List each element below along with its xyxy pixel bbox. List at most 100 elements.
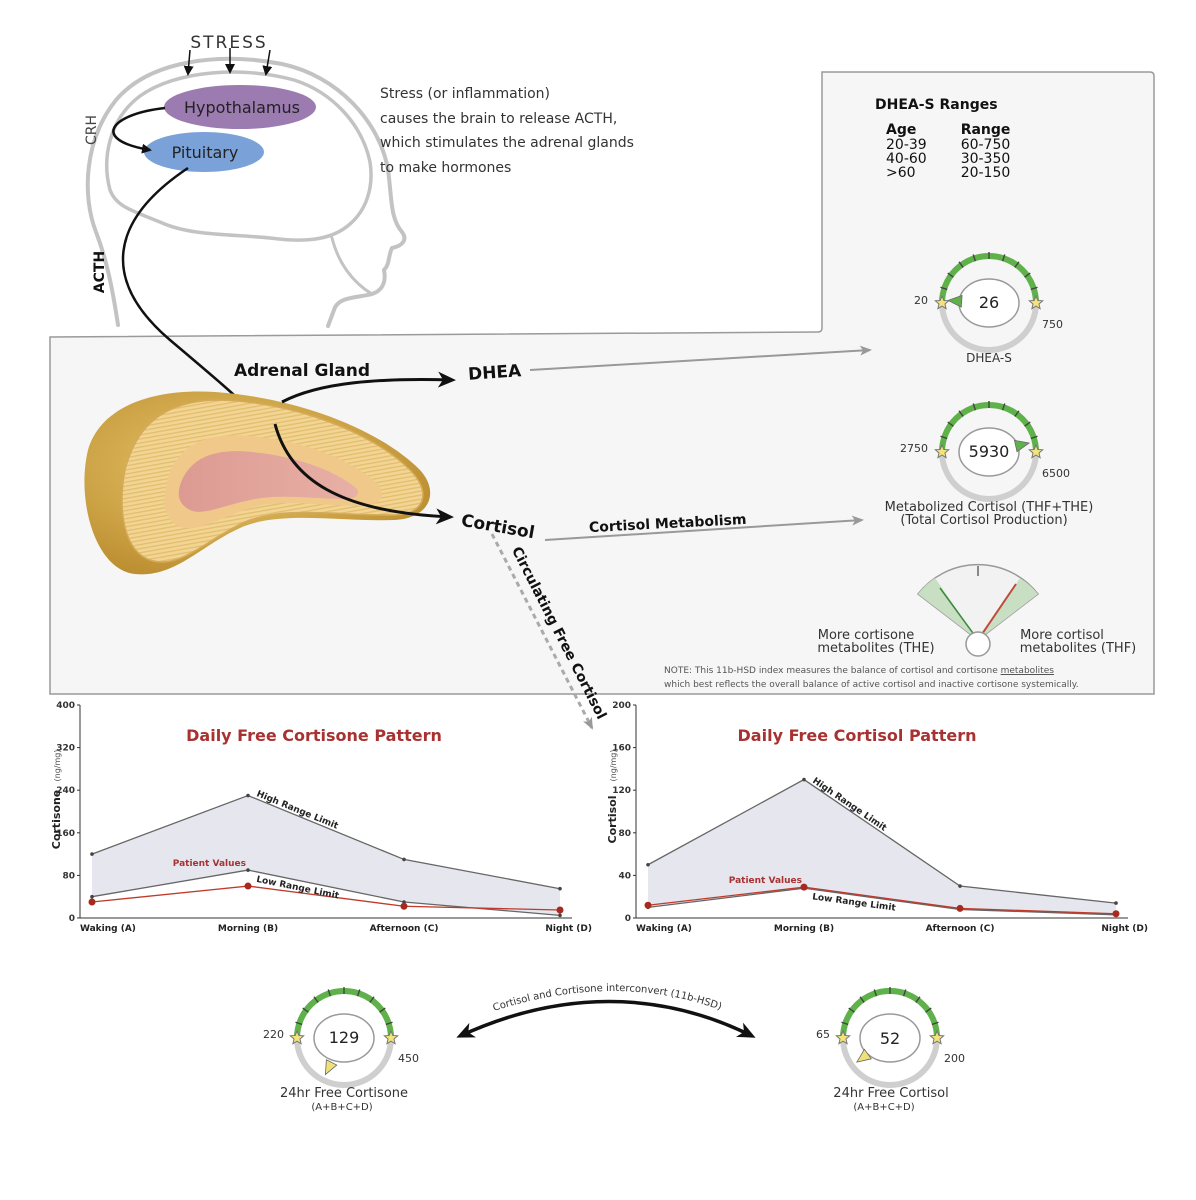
x-tick-label: Afternoon (C) xyxy=(926,924,995,934)
crh-label: CRH xyxy=(84,115,100,145)
metabolized-gauge-value: 5930 xyxy=(969,442,1010,461)
pituitary-label: Pituitary xyxy=(172,143,239,162)
balance-left-line2: metabolites (THE) xyxy=(817,641,934,656)
note-link[interactable]: metabolites xyxy=(1000,666,1054,676)
patient-value-point xyxy=(88,898,96,906)
balance-right-line2: metabolites (THF) xyxy=(1020,641,1137,656)
interconvert-arrow xyxy=(456,999,756,1038)
patient-value-point xyxy=(244,882,252,890)
note-text: NOTE: This 11b-HSD index measures the ba… xyxy=(664,666,1001,676)
x-tick-label: Waking (A) xyxy=(80,924,136,934)
balance-right-line1: More cortisol xyxy=(1020,628,1104,643)
y-tick-label: 0 xyxy=(69,914,75,924)
cortisol-gauge-sublabel: (A+B+C+D) xyxy=(853,1102,914,1113)
gauge-tick xyxy=(873,989,878,997)
description-line: causes the brain to release ACTH, xyxy=(380,110,618,127)
cortisone-gauge-high: 450 xyxy=(398,1052,419,1065)
y-tick-label: 160 xyxy=(612,744,631,754)
head-illustration xyxy=(85,56,407,328)
low-range-line xyxy=(647,887,1117,916)
y-tick-label: 240 xyxy=(56,786,75,796)
gauge-tick xyxy=(1024,421,1031,427)
cortisone-gauge-label: 24hr Free Cortisone xyxy=(280,1086,408,1101)
high-range-point xyxy=(402,857,406,862)
range-band xyxy=(92,795,560,916)
dhea-label: DHEA xyxy=(467,361,522,385)
patient-value-point xyxy=(556,906,564,914)
patient-value-point xyxy=(1112,910,1120,918)
dheas-gauge-low: 20 xyxy=(914,294,928,307)
y-tick-label: 120 xyxy=(612,786,631,796)
x-tick-label: Morning (B) xyxy=(774,924,834,934)
high-range-point xyxy=(646,862,650,867)
gauge-tick xyxy=(841,1021,849,1026)
ranges-age: 20-39 xyxy=(886,137,927,153)
interconvert-label: Cortisol and Cortisone interconvert (11b… xyxy=(492,983,724,1014)
dheas-gauge-label: DHEA-S xyxy=(966,351,1012,365)
gauge-tick xyxy=(356,989,361,997)
y-tick-label: 80 xyxy=(618,829,631,839)
hypothalamus-region xyxy=(164,85,316,129)
ranges-age: >60 xyxy=(886,165,916,181)
low-limit-star-icon xyxy=(934,443,950,459)
gauge-tick xyxy=(295,1021,303,1026)
low-limit-star-icon xyxy=(289,1029,305,1045)
gauge-tick xyxy=(902,989,907,997)
cortisol-gauge-value: 52 xyxy=(880,1029,900,1048)
chart-title: Daily Free Cortisol Pattern xyxy=(738,726,977,745)
dhea-ranges-table: DHEA-S Ranges Age Range 20-39 60-750 40-… xyxy=(874,97,1032,180)
circulating-arrow xyxy=(490,533,594,730)
patient-value-point xyxy=(644,901,652,909)
gauge-tick xyxy=(1030,435,1038,440)
gauge-tick xyxy=(958,410,964,417)
low-limit-star-icon xyxy=(835,1029,851,1045)
dheas-gauge-high: 750 xyxy=(1042,318,1063,331)
y-tick-label: 40 xyxy=(618,871,631,881)
upper-right-panel xyxy=(49,71,1155,695)
ranges-age: 40-60 xyxy=(886,151,927,167)
ranges-value: 60-750 xyxy=(960,137,1011,153)
free-cortisol-gauge xyxy=(835,987,945,1088)
gauge-tick xyxy=(915,996,921,1003)
dhea-arrow xyxy=(281,371,456,404)
x-tick-label: Night (D) xyxy=(545,924,592,934)
high-limit-star-icon xyxy=(929,1029,945,1045)
gauge-pointer xyxy=(947,294,963,308)
x-tick-label: Morning (B) xyxy=(218,924,278,934)
patient-value-point xyxy=(956,904,964,912)
metabolized-gauge-high: 6500 xyxy=(1042,467,1070,480)
low-limit-star-icon xyxy=(934,294,950,310)
cortisone-gauge-sublabel: (A+B+C+D) xyxy=(311,1102,372,1113)
patient-values-line xyxy=(91,885,561,911)
dheas-gauge-value: 26 xyxy=(979,293,999,312)
table-row: 20-39 60-750 xyxy=(874,138,1032,152)
y-tick-label: 160 xyxy=(56,829,75,839)
cortisol-arrow xyxy=(273,423,454,525)
description-line: Stress (or inflammation) xyxy=(380,86,551,102)
gauge-tick xyxy=(947,421,954,427)
gauge-pointer xyxy=(324,1059,338,1076)
high-range-point xyxy=(958,884,962,888)
high-limit-star-icon xyxy=(383,1029,399,1045)
high-range-line xyxy=(91,794,561,890)
high-range-point xyxy=(802,777,806,782)
patient-values-line xyxy=(647,886,1117,915)
high-range-point xyxy=(558,886,562,891)
note-text: which best reflects the overall balance … xyxy=(664,680,1079,690)
cortisol-gauge-high: 200 xyxy=(944,1052,965,1065)
free-cortisone-gauge xyxy=(289,987,399,1088)
dhea-to-gauge-arrow xyxy=(529,345,872,371)
gauge-center xyxy=(958,427,1020,477)
adrenal-gland-title: Adrenal Gland xyxy=(234,361,370,381)
metabolized-gauge-low: 2750 xyxy=(900,442,928,455)
high-limit-star-icon xyxy=(1028,443,1044,459)
stress-arrows xyxy=(183,48,273,76)
cortisol-metabolism-arrow xyxy=(544,515,864,541)
y-tick-label: 0 xyxy=(625,914,631,924)
description-line: to make hormones xyxy=(380,159,512,176)
pituitary-region xyxy=(144,132,264,172)
gauges-layer xyxy=(289,252,1044,1088)
balance-fan-gauge xyxy=(916,563,1040,657)
